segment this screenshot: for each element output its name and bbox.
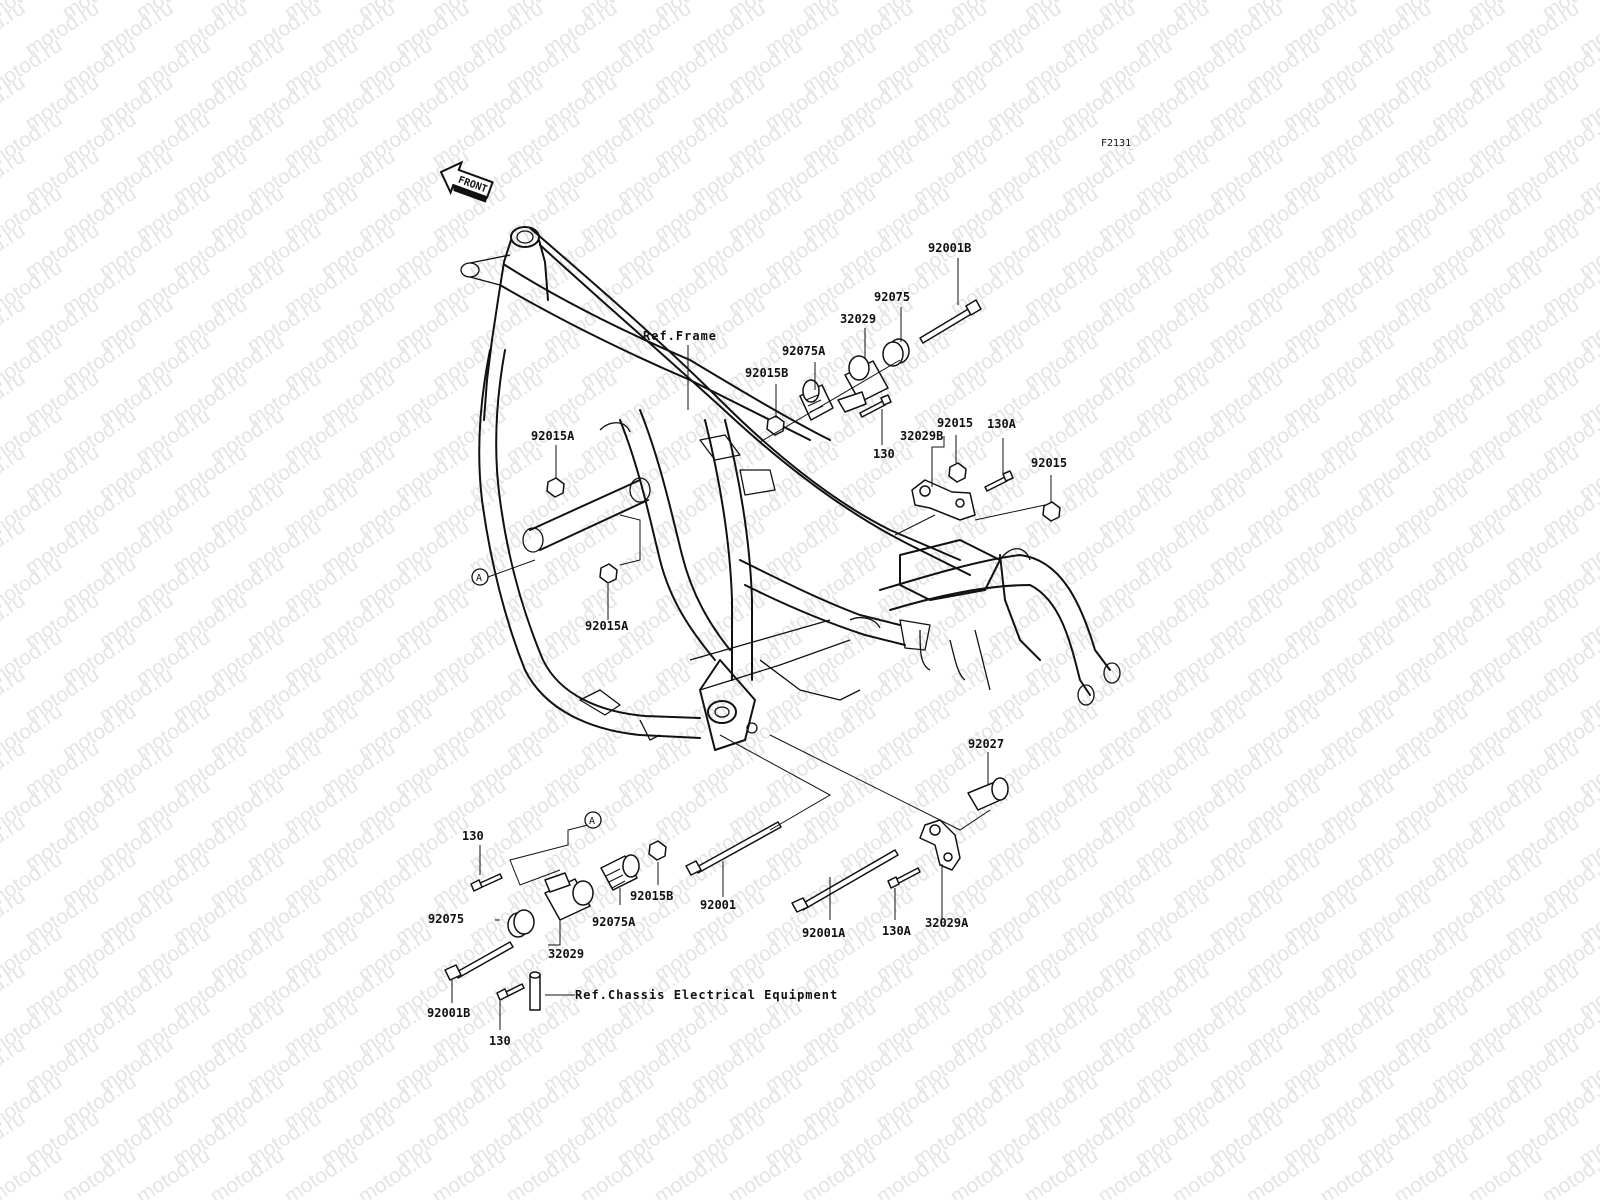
label-130A-bl: 130A (882, 924, 912, 938)
marker-a-top-label: A (476, 573, 482, 584)
label-ref-chassis: Ref.Chassis Electrical Equipment (575, 988, 838, 1002)
bolt-130-bottom (496, 983, 525, 1001)
label-130A-top: 130A (987, 417, 1017, 431)
label-ref-frame: Ref.Frame (643, 329, 717, 343)
label-92075A-bl: 92075A (592, 915, 636, 929)
label-92001B-bl: 92001B (427, 1006, 470, 1020)
label-130-bl: 130 (462, 829, 484, 843)
label-92015B-bl: 92015B (630, 889, 673, 903)
bolt-92001 (685, 821, 782, 876)
marker-a-bottom: A (584, 811, 602, 829)
marker-a-top: A (471, 568, 489, 586)
label-32029B: 32029B (900, 429, 943, 443)
nut-92015A-lower (599, 563, 618, 584)
label-32029-bl: 32029 (548, 947, 584, 961)
part-labels: 92001B 92075 32029 92075A 92015B 130 920… (427, 241, 1067, 1048)
label-92015A-lower: 92015A (585, 619, 629, 633)
front-arrow-icon: FRONT (439, 160, 494, 203)
label-32029A: 32029A (925, 916, 969, 930)
bolt-130A-bottom (887, 867, 921, 889)
label-92001B-top: 92001B (928, 241, 971, 255)
leader-lines (451, 258, 1052, 1030)
bracket-32029B (911, 479, 976, 521)
label-130-bottom: 130 (489, 1034, 511, 1048)
nut-92015B-bottom (648, 840, 667, 861)
label-92075-bl: 92075 (428, 912, 464, 926)
label-92015-right: 92015 (1031, 456, 1067, 470)
label-92075-top: 92075 (874, 290, 910, 304)
label-92001A: 92001A (802, 926, 846, 940)
nut-92015-mid (948, 462, 967, 483)
bolt-92001B-bottom (444, 941, 514, 981)
washer-92075-top (882, 338, 910, 367)
chassis-electrical-pin (529, 971, 541, 1011)
bolt-130-bl (470, 873, 503, 892)
bolt-92001A (791, 849, 899, 913)
spacer-92027 (967, 777, 1009, 811)
label-32029-top: 32029 (840, 312, 876, 326)
marker-a-bottom-label: A (589, 816, 595, 827)
label-92075A-top: 92075A (782, 344, 826, 358)
damper-92075A-bottom (600, 854, 640, 891)
bolt-130-top (859, 394, 892, 418)
label-130-top: 130 (873, 447, 895, 461)
label-92015B-top: 92015B (745, 366, 788, 380)
label-92027: 92027 (968, 737, 1004, 751)
bushing-32029-top (837, 355, 889, 413)
label-92015A-upper: 92015A (531, 429, 575, 443)
diagram-code: F2131 (1101, 138, 1131, 149)
nut-92015-right (1042, 501, 1061, 522)
bolt-130A-top (984, 470, 1014, 492)
label-92015-mid: 92015 (937, 416, 973, 430)
bracket-32029A (919, 819, 961, 871)
bolt-92001B-top (919, 299, 982, 344)
washer-92075-bottom (507, 909, 535, 938)
motorcycle-frame (460, 226, 1121, 751)
bushing-32029-bottom (544, 872, 594, 921)
label-92001: 92001 (700, 898, 736, 912)
